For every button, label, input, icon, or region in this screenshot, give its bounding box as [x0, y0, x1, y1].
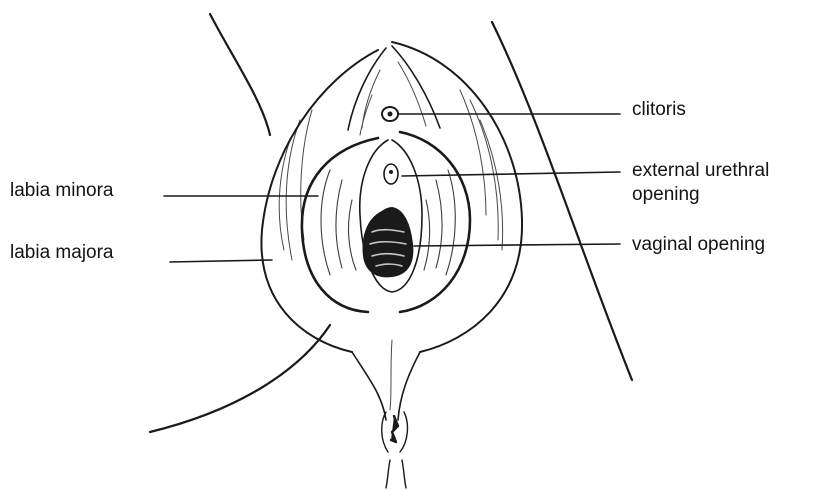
- perineal-raphe: [390, 340, 392, 410]
- leader-urethral: [402, 172, 620, 176]
- leader-vaginal: [414, 244, 620, 246]
- urethral-opening-label: external urethral opening: [632, 159, 769, 207]
- labia-majora-label: labia majora: [10, 242, 114, 264]
- gluteal-cleft: [386, 460, 406, 488]
- left-thigh-outline: [210, 14, 270, 135]
- labia-minora-label: labia minora: [10, 180, 114, 202]
- labia-majora-right: [392, 42, 522, 352]
- urethral-label-line1: external urethral: [632, 159, 769, 183]
- urethral-dot: [389, 170, 393, 174]
- labia-minora-folds-left: [321, 170, 356, 275]
- right-thigh-outline: [492, 22, 632, 380]
- clitoris-dot: [388, 112, 393, 117]
- labia-minora-right: [400, 132, 470, 312]
- anus-mark: [391, 416, 398, 442]
- labia-minora-left: [302, 138, 378, 312]
- vaginal-opening-label: vaginal opening: [632, 234, 765, 256]
- leader-labia-majora: [170, 260, 272, 262]
- labia-majora-shading-left: [279, 110, 312, 260]
- urethral-label-line2: opening: [632, 183, 769, 207]
- labia-minora-folds-right: [424, 170, 455, 275]
- left-thigh-lower-outline: [150, 325, 330, 432]
- clitoris-label: clitoris: [632, 99, 686, 121]
- perineum: [352, 352, 420, 420]
